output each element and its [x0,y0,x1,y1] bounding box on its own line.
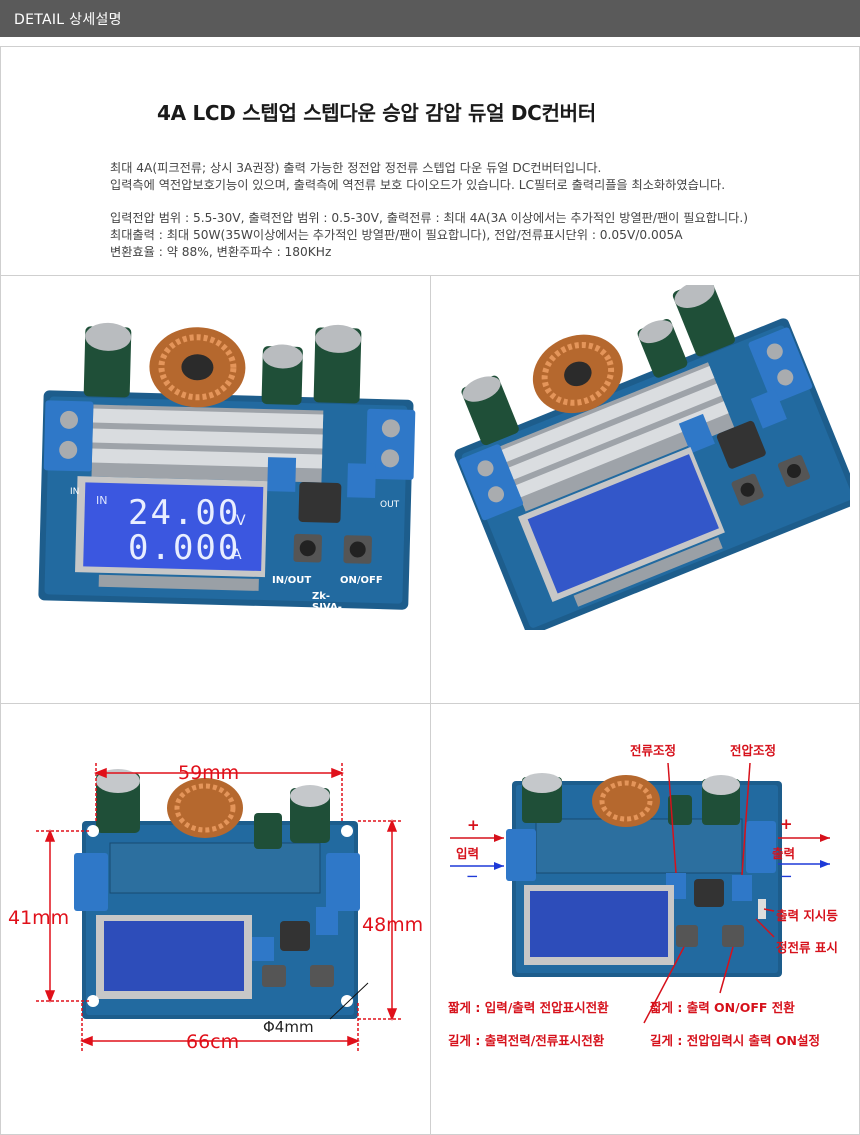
dim-height-left: 41mm [8,907,70,929]
board-photo-front [30,300,420,620]
detail-header-bar: DETAIL 상세설명 [0,0,860,37]
lcd-in-label: IN [96,494,108,507]
label-input-plus: + [467,816,480,834]
model-label: Zk-SJVA-4X [312,591,342,624]
divider [430,275,431,1135]
label-output-minus: － [780,869,793,884]
label-output-indicator: 출력 지시등 [776,908,838,923]
dim-width-bottom: 66cm [186,1031,240,1053]
on-off-button-label: ON/OFF [340,575,383,586]
dim-width-top: 59mm [178,762,240,784]
out-silk-label: OUT [380,500,400,510]
label-voltage-adjust: 전압조정 [730,743,777,758]
product-desc-line: 변환효율 : 약 88%, 변환주파수 : 180KHz [110,245,332,259]
in-silk-label: IN [70,487,80,497]
lcd-volt-unit: V [236,513,246,529]
label-cc-display: 정전류 표시 [776,940,838,955]
label-long-press-right: 길게 : 전압입력시 출력 ON설정 [650,1033,820,1048]
label-output-plus: + [780,815,793,833]
label-input: 입력 [456,846,480,861]
label-output: 출력 [772,846,796,861]
product-desc-line: 최대 4A(피크전류; 상시 3A권장) 출력 가능한 정전압 정전류 스텝업 … [110,161,602,175]
product-title: 4A LCD 스텝업 스텝다운 승압 감압 듀얼 DC컨버터 [157,101,596,125]
dim-hole: Φ4mm [263,1018,314,1036]
label-input-minus: － [466,869,479,884]
board-photo-angled [440,285,850,630]
dim-height-right: 48mm [362,914,424,936]
detail-header-title: DETAIL 상세설명 [14,12,122,28]
label-long-press-left: 길게 : 출력전력/전류표시전환 [448,1033,605,1048]
product-desc-line: 입력측에 역전압보호기능이 있으며, 출력측에 역전류 보호 다이오드가 있습니… [110,178,726,192]
product-desc-line: 입력전압 범위 : 5.5-30V, 출력전압 범위 : 0.5-30V, 출력… [110,211,748,225]
lcd-voltage-readout: 24.00 [128,493,241,533]
label-short-press-right: 짧게 : 출력 ON/OFF 전환 [650,1000,795,1015]
product-desc-line: 최대출력 : 최대 50W(35W이상에서는 추가적인 방열판/팬이 필요합니다… [110,228,683,242]
label-current-adjust: 전류조정 [630,743,677,758]
lcd-current-readout: 0.000 [128,528,241,568]
label-short-press-left: 짧게 : 입력/출력 전압표시전환 [448,1000,609,1015]
in-out-button-label: IN/OUT [272,575,312,586]
lcd-amp-unit: A [232,547,242,563]
